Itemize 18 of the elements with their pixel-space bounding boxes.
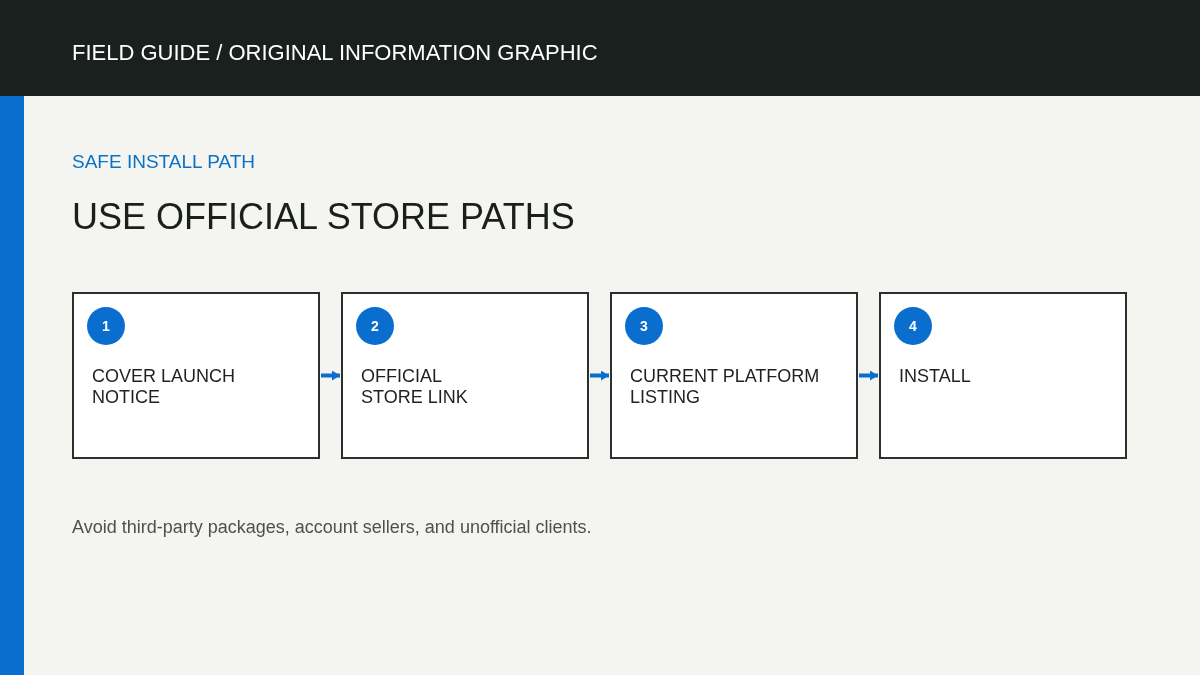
- section-kicker: SAFE INSTALL PATH: [72, 151, 255, 174]
- step-box: [879, 292, 1127, 459]
- step-box: [72, 292, 320, 459]
- step-number: 3: [625, 307, 663, 345]
- title: USE OFFICIAL STORE PATHS: [72, 195, 575, 239]
- step-number: 2: [356, 307, 394, 345]
- step-label: CURRENT PLATFORM LISTING: [630, 366, 821, 408]
- arrow: [859, 370, 878, 381]
- step-box: [341, 292, 589, 459]
- arrow: [590, 370, 609, 381]
- step-label: INSTALL: [899, 366, 972, 387]
- header-text: FIELD GUIDE / ORIGINAL INFORMATION GRAPHIC: [72, 40, 598, 67]
- step-number: 4: [894, 307, 932, 345]
- footnote: Avoid third-party packages, account sellers, and unofficial clients.: [72, 517, 592, 539]
- step-label: OFFICIAL STORE LINK: [361, 366, 469, 408]
- step-number: 1: [87, 307, 125, 345]
- step-box: [610, 292, 858, 459]
- step-label: COVER LAUNCH NOTICE: [92, 366, 237, 408]
